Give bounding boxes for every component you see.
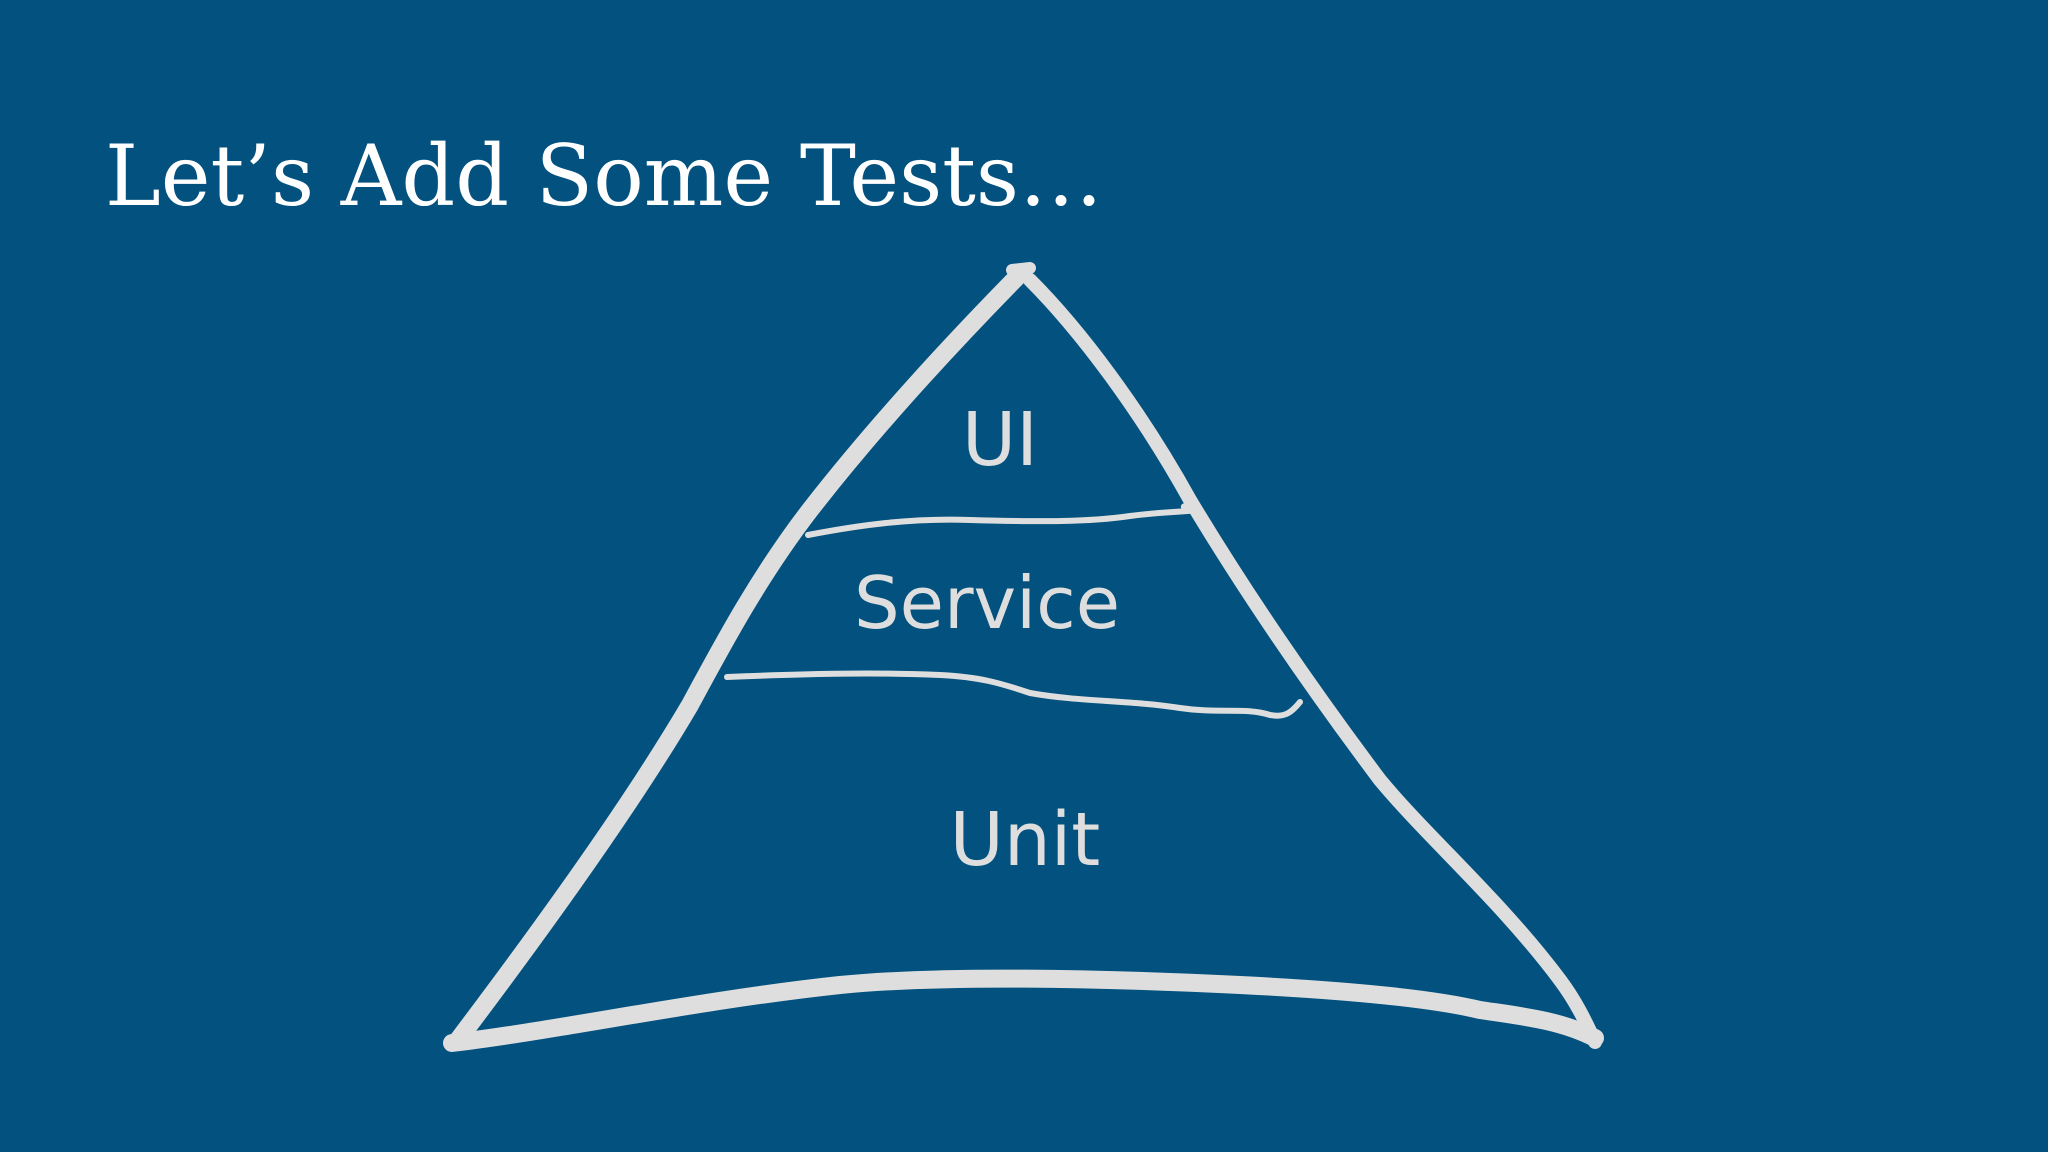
tier-label-unit: Unit [950, 797, 1101, 883]
tier-label-service: Service [854, 561, 1120, 645]
slide-title: Let’s Add Some Tests… [105, 127, 1104, 225]
pyramid-right-edge [1023, 273, 1602, 1049]
pyramid-base [443, 969, 1604, 1052]
tier-label-ui: UI [962, 397, 1038, 483]
pyramid-left-edge [449, 263, 1031, 1049]
pyramid-apex [1006, 262, 1036, 276]
tier-divider-upper [805, 502, 1203, 538]
tier-divider-lower [724, 670, 1303, 719]
